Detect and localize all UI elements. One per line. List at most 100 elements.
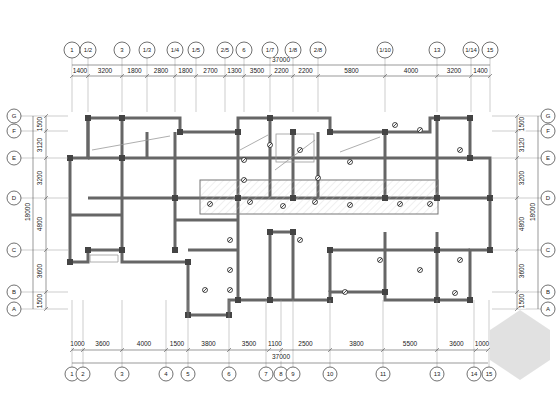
dimension-line [72,363,488,364]
rebar-mark [453,291,457,295]
dimension-text: 1500 [519,116,526,131]
axis-circle [259,367,273,381]
column [382,129,388,135]
dimension-text: 3800 [201,341,216,348]
dimension-text: 3200 [97,68,112,75]
axis-circle [430,367,444,381]
axis-bubble: 5 [186,371,190,377]
dimension-line [72,76,490,77]
dimension-line [21,309,68,310]
axis-circle [7,243,21,257]
axis-bubble: 1/5 [191,47,200,53]
rebar-mark [313,200,317,204]
column [85,115,91,121]
dimension-text: 4800 [519,216,526,231]
axis-circle [7,302,21,316]
column [119,247,125,253]
dimension-line [72,65,490,66]
column [382,289,388,295]
rebar-mark [453,291,458,296]
rebar-mark [458,258,462,262]
dimension-text: 1300 [227,68,242,75]
axis-bubble: 2 [81,371,85,377]
column [327,129,333,135]
axis-circle [541,191,555,205]
rebar-mark [418,128,422,132]
rebar-mark [428,202,433,207]
axis-bubble: C [545,247,550,253]
axis-bubble: C [11,247,16,253]
axis-circle [80,42,96,58]
dimension-text: 18000 [530,202,537,221]
axis-bubble: 11 [379,371,386,377]
axis-bubble: F [546,128,551,134]
dimension-text: 18000 [25,202,32,221]
column [172,247,178,253]
rebar-mark [343,290,348,295]
dimension-line [383,300,384,367]
dimension-text: 1500 [37,293,44,308]
axis-circle [7,124,21,138]
dimension-text: 1100 [268,341,283,348]
column [467,115,473,121]
axis-circle [222,367,236,381]
column [235,195,241,201]
axis-bubble: B [545,289,550,295]
rebar-mark [398,202,402,206]
axis-circle [310,42,326,58]
dimension-text: 2700 [203,68,218,75]
column [467,155,473,161]
dimension-line [72,350,488,351]
axis-bubble: 9 [291,371,295,377]
dimension-line [330,300,331,367]
axis-bubble: A [11,306,16,312]
axis-circle [376,367,390,381]
rebar-mark [228,238,232,242]
axis-circle [236,42,252,58]
dimension-line [72,300,73,367]
rebar-mark [242,158,247,163]
rebar-mark [298,238,303,243]
axis-circle [467,367,481,381]
column [290,229,296,235]
dimension-line [21,292,68,293]
axis-bubble: F [12,128,17,134]
rebar-mark [248,200,253,205]
dimension-text: 3120 [37,137,44,152]
axis-bubble: 4 [164,371,168,377]
rebar-mark [343,290,347,294]
dimension-line [385,58,386,112]
dimension-text: 3600 [95,341,110,348]
column [434,115,440,121]
dimension-text: 37000 [271,354,290,361]
dimension-line [21,131,68,132]
stair-lines [90,134,380,262]
axis-bubble: 2/5 [220,47,229,53]
dimension-text: 1500 [169,341,184,348]
dimension-text: 1500 [37,116,44,131]
dimension-text: 37000 [271,57,290,64]
rebar-mark [208,202,212,206]
dimension-text: 3800 [349,341,364,348]
dimension-line [490,58,491,112]
dimension-line [266,300,267,367]
axis-circle [541,124,555,138]
axis-bubble: G [11,113,17,119]
axis-circle [482,42,498,58]
dimension-text: 1400 [473,68,488,75]
rebar-mark [428,202,432,206]
rebar-mark [203,288,208,293]
axis-circle [7,191,21,205]
rebar-mark [281,204,286,209]
axis-bubble: 10 [326,371,334,377]
column [177,129,183,135]
column [119,115,125,121]
rebar-mark [298,148,302,152]
dimension-line [88,58,89,112]
dimension-text: 3600 [449,341,464,348]
rebar-mark [242,178,246,182]
dimension-text: 3200 [446,68,461,75]
axis-bubble: 1/3 [142,47,151,53]
axis-circle [541,302,555,316]
axis-bubble: 8 [279,371,283,377]
